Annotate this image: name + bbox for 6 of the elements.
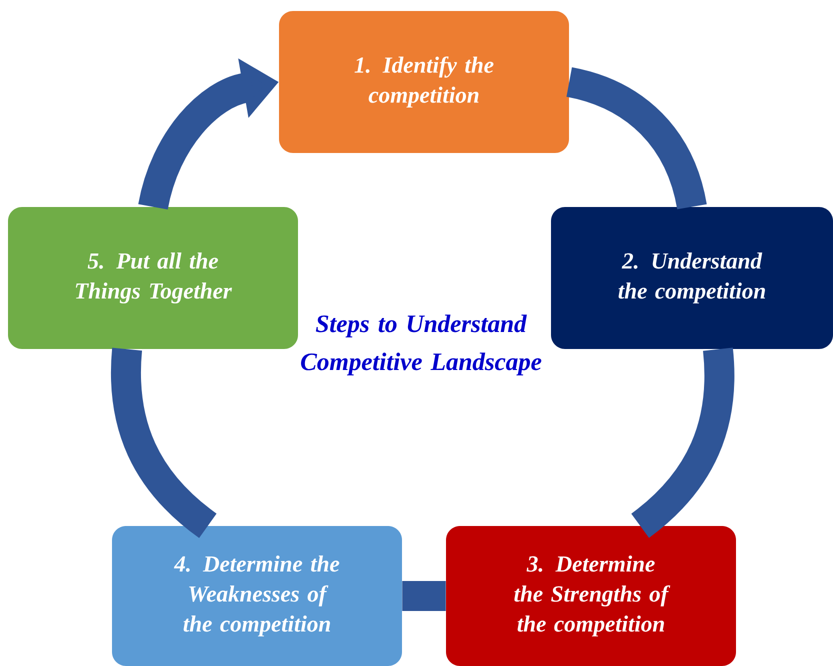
step-box: 1. Identify the competition xyxy=(279,11,569,153)
step-box: 2. Understand the competition xyxy=(551,207,833,349)
title: Steps to Understand Competitive Landscape xyxy=(301,314,542,376)
step-box: 3. Determine the Strengths of the competition xyxy=(446,526,736,666)
step-box: 4. Determine the Weaknesses of the competition xyxy=(112,526,402,666)
step-box: 5. Put all the Things Together xyxy=(8,207,298,349)
